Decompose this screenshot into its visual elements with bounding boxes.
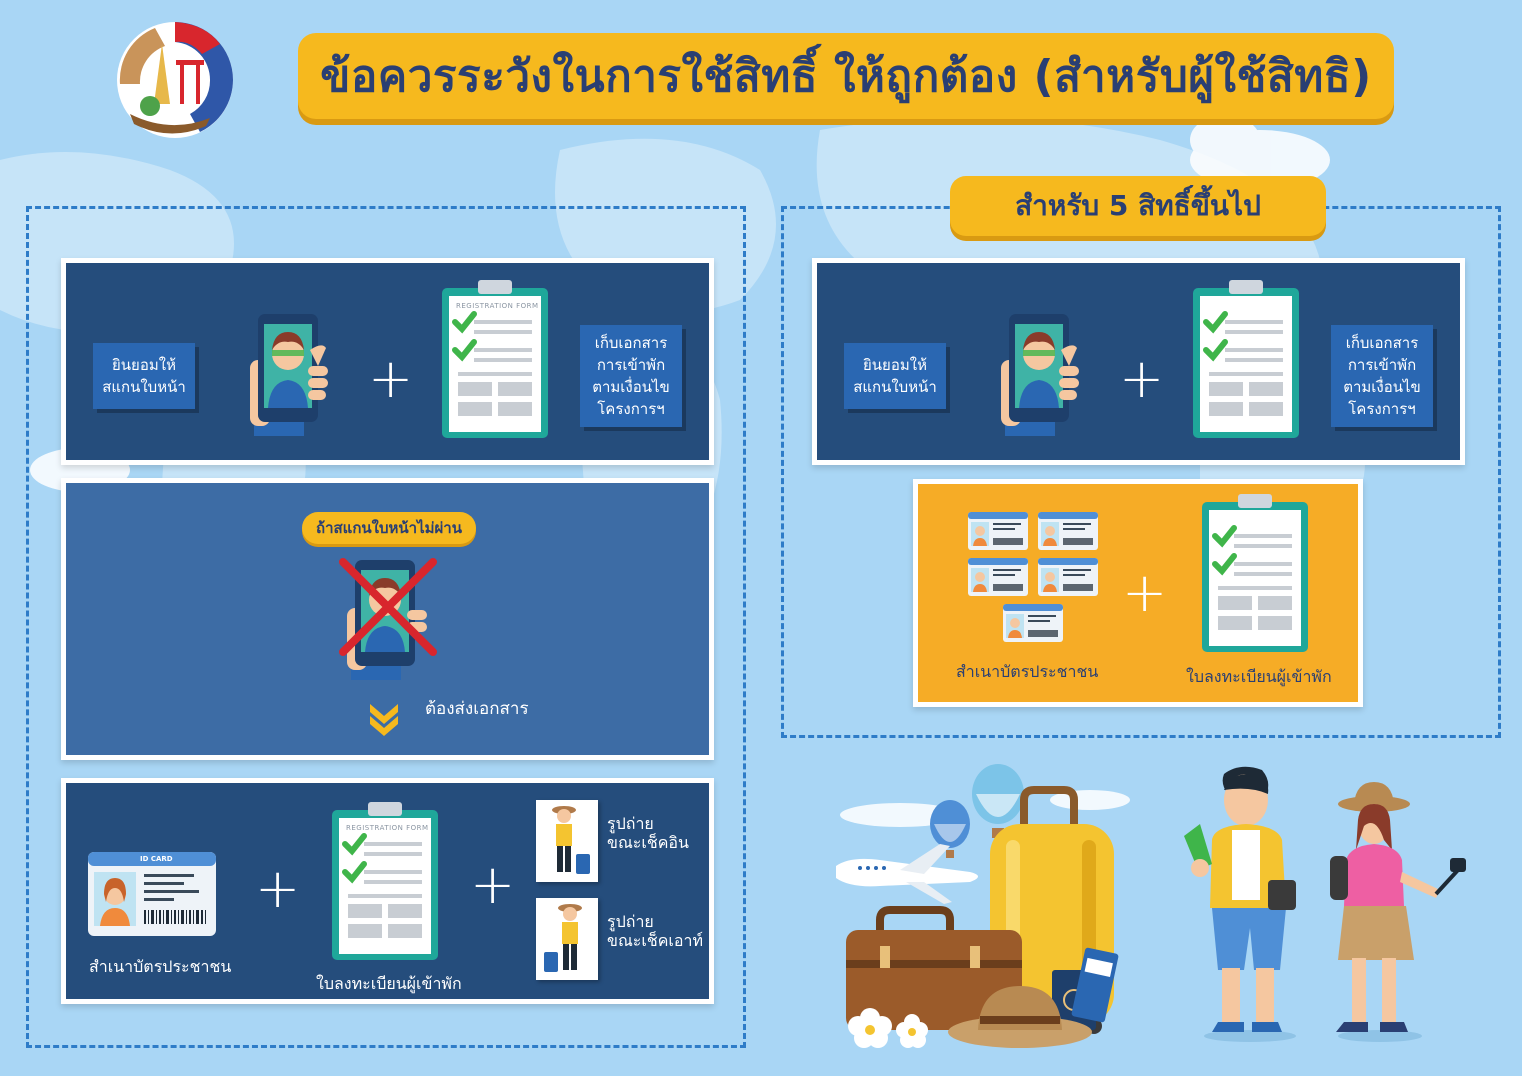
- keep-docs-label: เก็บเอกสาร การเข้าพัก ตามเงื่อนไข โครงกา…: [1343, 334, 1421, 418]
- checkout-photo: [536, 898, 598, 980]
- consent-label: ยินยอมให้ สแกนใบหน้า: [102, 356, 186, 396]
- consent-label-box: ยินยอมให้ สแกนใบหน้า: [844, 343, 946, 409]
- chevron-down-icon: [370, 704, 398, 736]
- subtitle-right: สำหรับ 5 สิทธิ์ขึ้นไป: [950, 176, 1326, 236]
- face-scan-phone-icon: [1001, 314, 1079, 436]
- plus-sign: +: [1119, 347, 1165, 410]
- face-scan-fail-pill: ถ้าสแกนใบหน้าไม่ผ่าน: [302, 512, 476, 544]
- registration-form-clipboard-icon: [1202, 494, 1308, 652]
- register-form-label: ใบลงทะเบียนผู้เข้าพัก: [1186, 667, 1332, 686]
- plus-sign: +: [470, 853, 516, 916]
- left-dashed-area: [26, 206, 746, 1048]
- face-scan-phone-icon: [250, 314, 328, 436]
- hot-air-balloon-icon: [972, 764, 1024, 838]
- id-card-icon: [88, 852, 216, 936]
- hot-air-balloon-icon: [930, 800, 970, 858]
- keep-docs-label: เก็บเอกสาร การเข้าพัก ตามเงื่อนไข โครงกา…: [592, 334, 670, 418]
- register-form-label: ใบลงทะเบียนผู้เข้าพัก: [316, 974, 462, 993]
- form-header-text: REGISTRATION FORM: [346, 824, 429, 832]
- registration-form-clipboard-icon: [442, 280, 548, 438]
- male-traveler-icon: [1184, 766, 1296, 1042]
- flower-icon: [848, 1008, 928, 1048]
- id-copy-label: สำเนาบัตรประชาชน: [956, 662, 1099, 681]
- brown-suitcase-icon: [846, 906, 1022, 1030]
- registration-form-clipboard-icon: [1193, 280, 1299, 438]
- id-copy-label: สำเนาบัตรประชาชน: [89, 957, 232, 976]
- travel-illustration: [836, 764, 1466, 1048]
- subtitle-right-text: สำหรับ 5 สิทธิ์ขึ้นไป: [1015, 189, 1261, 222]
- female-traveler-icon: [1330, 782, 1466, 1042]
- id-card-header-text: ID CARD: [140, 855, 173, 863]
- traveler-checkout-icon: [544, 904, 582, 972]
- face-scan-failed-icon: [339, 558, 437, 680]
- boarding-ticket-icon: [1071, 947, 1119, 1023]
- airplane-icon: [836, 844, 978, 904]
- face-scan-fail-text: ถ้าสแกนใบหน้าไม่ผ่าน: [316, 519, 462, 537]
- must-send-docs-text: ต้องส่งเอกสาร: [425, 699, 529, 719]
- plus-sign: +: [255, 857, 301, 920]
- consent-label-box: ยินยอมให้ สแกนใบหน้า: [93, 343, 195, 409]
- plus-sign: +: [368, 347, 414, 410]
- plus-sign: +: [1122, 561, 1168, 624]
- form-header-text: REGISTRATION FORM: [456, 302, 539, 310]
- page-title: ข้อควรระวังในการใช้สิทธิ์ ให้ถูกต้อง (สำ…: [298, 33, 1394, 119]
- checkin-photo: [536, 800, 598, 882]
- keep-docs-label-box: เก็บเอกสาร การเข้าพัก ตามเงื่อนไข โครงกา…: [580, 325, 682, 427]
- checkin-photo-label: รูปถ่าย ขณะเช็คอิน: [607, 814, 689, 852]
- keep-docs-label-box: เก็บเอกสาร การเข้าพัก ตามเงื่อนไข โครงกา…: [1331, 325, 1433, 427]
- consent-label: ยินยอมให้ สแกนใบหน้า: [853, 356, 937, 396]
- tourism-logo: [117, 22, 233, 138]
- sun-hat-icon: [948, 986, 1092, 1048]
- registration-form-clipboard-icon: [332, 802, 438, 960]
- checkout-photo-label: รูปถ่าย ขณะเช็คเอาท์: [607, 912, 704, 950]
- page-title-text: ข้อควรระวังในการใช้สิทธิ์ ให้ถูกต้อง (สำ…: [320, 51, 1372, 102]
- multiple-id-cards-icon: [968, 512, 1098, 642]
- traveler-checkin-icon: [552, 806, 590, 874]
